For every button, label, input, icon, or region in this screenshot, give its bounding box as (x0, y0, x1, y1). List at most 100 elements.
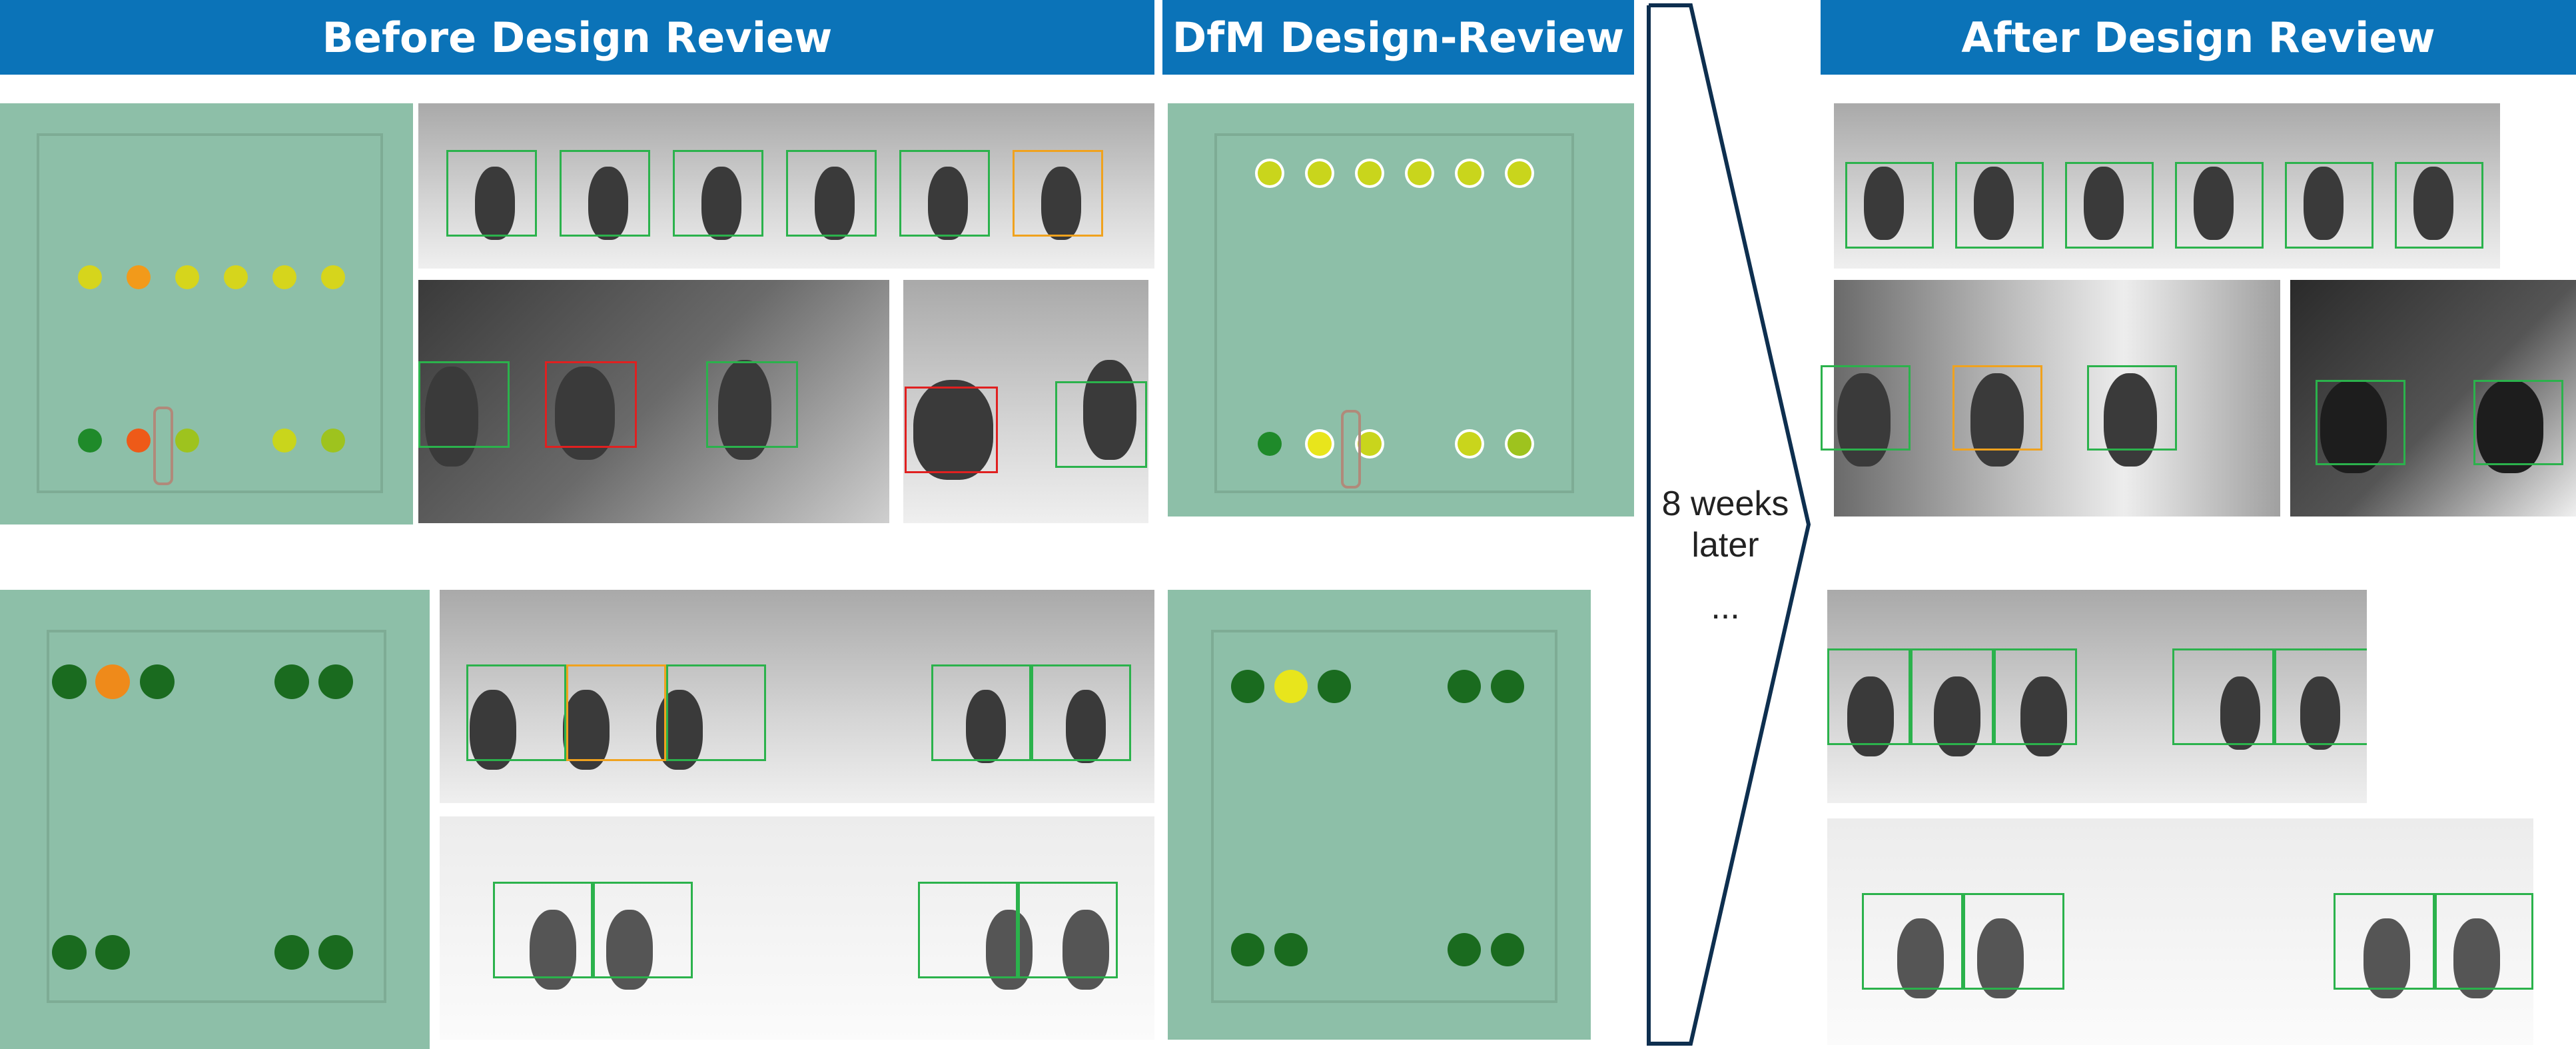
solder-pad (1258, 161, 1282, 185)
before-xray-image-3 (903, 280, 1148, 523)
solder-joint (2477, 380, 2543, 473)
inspection-box-ok (931, 664, 1031, 761)
inspection-box-ok (2087, 365, 2177, 451)
component-outline (47, 630, 386, 1003)
header-after: After Design Review (1821, 0, 2576, 75)
solder-pad (1448, 933, 1481, 966)
inspection-box-ok (1827, 648, 1911, 745)
solder-pad (95, 664, 130, 699)
solder-pad (1458, 432, 1482, 456)
solder-pad (1358, 432, 1382, 456)
solder-joint (2104, 373, 2157, 467)
solder-pad (318, 664, 353, 699)
inspection-box-ok (593, 882, 693, 978)
inspection-box-ok (673, 150, 763, 237)
inspection-box-ok (2435, 893, 2533, 990)
component-outline (37, 133, 383, 493)
solder-pad (274, 664, 309, 699)
solder-pad (1274, 933, 1308, 966)
after-xray-image-5 (1827, 818, 2533, 1045)
arrow-ellipsis: ... (1711, 587, 1740, 626)
solder-pad (1318, 670, 1351, 703)
arrow-label: 8 weeks later ... (1652, 483, 1799, 628)
after-xray-image-2 (1834, 280, 2280, 517)
inspection-box-ok (2175, 162, 2264, 249)
before-xray-image-1 (418, 103, 1154, 269)
solder-pad (321, 429, 345, 453)
timeline-arrow (1647, 3, 1811, 1046)
inspection-box-warning (1013, 150, 1103, 237)
inspection-box-warning (566, 664, 666, 761)
solder-pad (1491, 670, 1524, 703)
inspection-box-ok (418, 361, 510, 448)
component-marker (1341, 410, 1361, 489)
before-xray-image-5 (440, 816, 1154, 1040)
inspection-box-ok (1018, 882, 1118, 978)
solder-joint (2363, 918, 2410, 998)
inspection-box-ok (2395, 162, 2483, 249)
header-before: Before Design Review (0, 0, 1154, 75)
solder-joint (1864, 167, 1904, 240)
solder-pad (95, 935, 130, 970)
solder-joint (815, 167, 855, 240)
solder-joint (656, 690, 703, 770)
solder-joint (913, 380, 993, 480)
solder-joint (701, 167, 741, 240)
after-xray-image-4 (1827, 590, 2367, 803)
solder-pad (1448, 670, 1481, 703)
inspection-box-ok (666, 664, 766, 761)
solder-pad (224, 265, 248, 289)
inspection-box-ok (2316, 380, 2405, 465)
solder-joint (2084, 167, 2124, 240)
inspection-box-ok (2334, 893, 2435, 990)
solder-joint (1974, 167, 2014, 240)
header-dfm: DfM Design-Review (1162, 0, 1634, 75)
arrow-label-line2: later (1691, 526, 1759, 565)
solder-pad (1491, 933, 1524, 966)
solder-joint (2220, 676, 2260, 750)
solder-pad (1507, 432, 1531, 456)
solder-joint (2304, 167, 2344, 240)
inspection-box-ok (1821, 365, 1911, 451)
solder-joint (2453, 918, 2500, 998)
solder-pad (140, 664, 175, 699)
solder-pad (272, 429, 296, 453)
inspection-box-ok (1055, 381, 1147, 468)
inspection-box-ok (918, 882, 1018, 978)
inspection-box-ok (706, 361, 798, 448)
solder-pad (1274, 670, 1308, 703)
solder-joint (470, 690, 516, 770)
inspection-box-ok (2473, 380, 2563, 465)
solder-pad (78, 429, 102, 453)
inspection-box-ok (786, 150, 877, 237)
solder-joint (425, 367, 478, 467)
solder-pad (127, 429, 151, 453)
inspection-box-ok (446, 150, 537, 237)
solder-pad (272, 265, 296, 289)
inspection-box-ok (2065, 162, 2154, 249)
before-xray-image-2 (418, 280, 889, 523)
solder-pad (1308, 161, 1332, 185)
component-marker (153, 407, 173, 485)
inspection-box-ok (1955, 162, 2044, 249)
solder-pad (1507, 161, 1531, 185)
inspection-box-error (905, 387, 998, 473)
inspection-box-ok (1862, 893, 1963, 990)
inspection-box-ok (466, 664, 566, 761)
inspection-box-ok (1911, 648, 1994, 745)
inspection-box-ok (2172, 648, 2274, 745)
solder-pad (1458, 161, 1482, 185)
solder-pad (1408, 161, 1432, 185)
after-xray-image-3 (2290, 280, 2576, 517)
solder-joint (1977, 918, 2024, 998)
solder-pad (1231, 933, 1264, 966)
solder-joint (2194, 167, 2234, 240)
solder-pad (175, 429, 199, 453)
inspection-box-ok (1994, 648, 2077, 745)
solder-pad (175, 265, 199, 289)
inspection-box-warning (1952, 365, 2042, 451)
inspection-box-error (545, 361, 637, 448)
solder-joint (475, 167, 515, 240)
arrow-label-line1: 8 weeks (1661, 485, 1789, 523)
solder-joint (555, 367, 615, 460)
